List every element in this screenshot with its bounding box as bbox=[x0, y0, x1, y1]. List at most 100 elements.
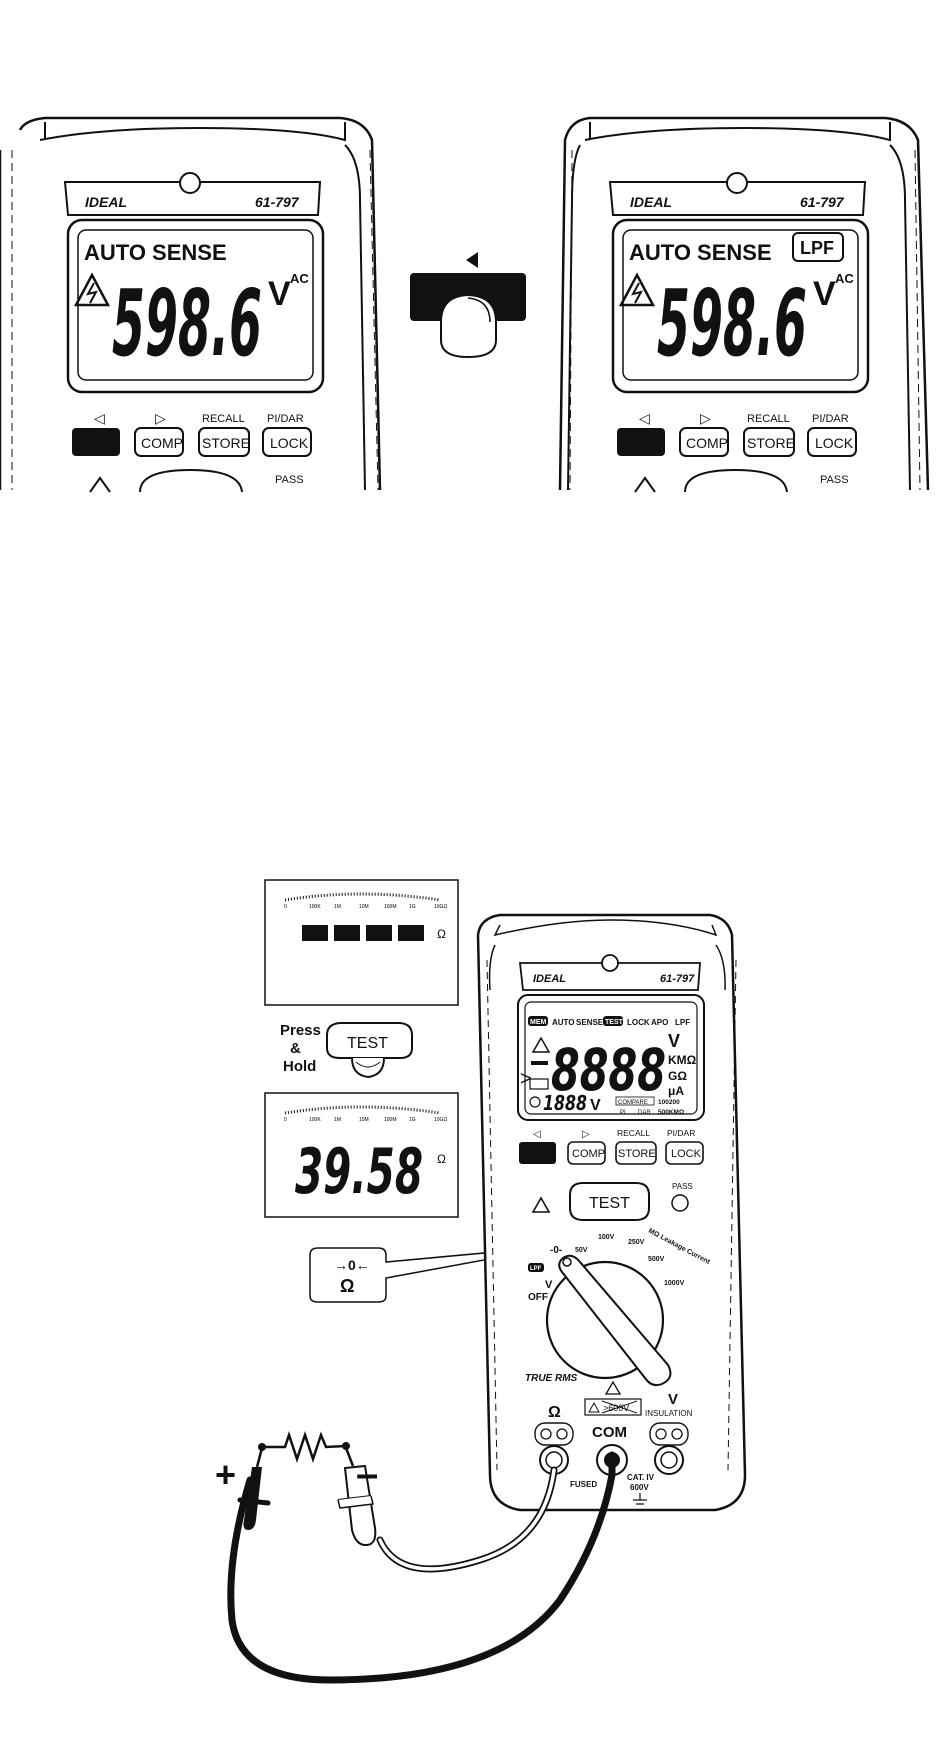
full-left-arrow-label: ◁ bbox=[533, 1129, 541, 1140]
minus-sign: – bbox=[356, 1452, 378, 1496]
full-test-button[interactable] bbox=[569, 1182, 650, 1221]
full-brand: IDEAL bbox=[533, 973, 566, 985]
pidar-label-r: PI/DAR bbox=[812, 413, 849, 425]
reading-right: 598.6 bbox=[657, 270, 807, 377]
scale-tick-label: 100M bbox=[384, 904, 397, 910]
lock-button-r[interactable] bbox=[807, 427, 857, 457]
full-hazard-icon bbox=[531, 1036, 551, 1053]
left-arrow-button[interactable] bbox=[72, 428, 120, 456]
test-leads: + – bbox=[215, 1431, 616, 1684]
range-label-2: 500KMΩ bbox=[658, 1109, 684, 1116]
full-recall-label: RECALL bbox=[617, 1128, 650, 1138]
unit-ua: μA bbox=[668, 1084, 684, 1098]
brand-logo-right: IDEAL bbox=[630, 194, 672, 210]
unit-suffix-right: AC bbox=[835, 271, 854, 286]
result-reading: 39.58 bbox=[295, 1135, 423, 1208]
meter-top-left: IDEAL 61-797 AUTO SENSE 598.6 V AC ◁ ▷ R… bbox=[0, 116, 382, 493]
mode-text-left: AUTO SENSE bbox=[84, 240, 227, 265]
dial-1000v: 1000V bbox=[664, 1280, 685, 1287]
scale-tick-label: 1G bbox=[409, 1117, 416, 1123]
scale-tick-label: 10GΩ bbox=[434, 904, 447, 910]
pi-annunciator: PI bbox=[620, 1110, 626, 1116]
lock-button[interactable] bbox=[262, 427, 312, 457]
right-arrow-label: ▷ bbox=[155, 410, 166, 426]
black-probe bbox=[243, 1467, 262, 1530]
and-label: & bbox=[290, 1040, 301, 1057]
resistor bbox=[262, 1431, 347, 1463]
sense-annunciator: SENSE bbox=[576, 1018, 604, 1027]
recall-label-r: RECALL bbox=[747, 413, 790, 425]
store-button-label-r: STORE bbox=[747, 435, 795, 451]
full-pidar-label: PI/DAR bbox=[667, 1128, 695, 1138]
callout-ohm: Ω bbox=[340, 1276, 354, 1296]
compare-annunciator: COMPARE bbox=[618, 1100, 648, 1106]
hazard-icon-right bbox=[618, 272, 656, 307]
dial-off-label: OFF bbox=[528, 1292, 548, 1303]
dial-knob[interactable] bbox=[558, 1254, 672, 1387]
bar-unit: Ω bbox=[437, 927, 446, 941]
store-button[interactable] bbox=[198, 427, 250, 457]
full-left-arrow-button[interactable] bbox=[519, 1142, 556, 1164]
scale-tick-label: 1G bbox=[409, 904, 416, 910]
comp-button-label-r: COMP bbox=[686, 435, 728, 451]
zero-adjust-icon: →0← bbox=[334, 1257, 370, 1273]
v-jack[interactable] bbox=[654, 1445, 684, 1475]
dial-500v: 500V bbox=[648, 1256, 665, 1263]
full-comp-label: COMP bbox=[572, 1148, 605, 1160]
press-label: Press bbox=[280, 1022, 321, 1039]
full-test-hazard-icon bbox=[531, 1196, 551, 1213]
mode-text-right: AUTO SENSE bbox=[629, 240, 772, 265]
jack-v-label: V bbox=[668, 1391, 678, 1408]
range-label-1: 100200 bbox=[658, 1099, 680, 1106]
brand-logo: IDEAL bbox=[85, 194, 127, 210]
lpf-annunciator: LPF bbox=[675, 1018, 690, 1027]
reading-left: 598.6 bbox=[112, 270, 262, 377]
full-store-label: STORE bbox=[618, 1148, 656, 1160]
comp-button-r[interactable] bbox=[679, 427, 729, 457]
clock-icon bbox=[529, 1096, 541, 1108]
pass-label-r: PASS bbox=[820, 474, 849, 486]
unit-right: V bbox=[813, 275, 836, 313]
dial-100v: 100V bbox=[598, 1234, 615, 1241]
pidar-label: PI/DAR bbox=[267, 413, 304, 425]
full-meter: IDEAL 61-797 MEM AUTO SENSE TEST LOCK AP… bbox=[476, 913, 747, 1512]
store-button-r[interactable] bbox=[743, 427, 795, 457]
test-button-label: TEST bbox=[347, 1035, 388, 1052]
comp-button[interactable] bbox=[134, 427, 184, 457]
lock-button-label-r: LOCK bbox=[815, 435, 854, 451]
left-arrow-button-r[interactable] bbox=[617, 428, 665, 456]
full-pass-label: PASS bbox=[672, 1182, 693, 1191]
model-label-right: 61-797 bbox=[800, 194, 845, 210]
hold-label: Hold bbox=[283, 1058, 316, 1075]
lpf-badge bbox=[792, 232, 844, 262]
hazard-icon bbox=[73, 272, 111, 307]
unit-suffix-left: AC bbox=[290, 271, 309, 286]
right-arrow-label-r: ▷ bbox=[700, 410, 711, 426]
unit-gohm: GΩ bbox=[668, 1069, 687, 1083]
unit-v: V bbox=[668, 1031, 680, 1051]
full-right-arrow-label: ▷ bbox=[582, 1129, 590, 1140]
full-comp-button[interactable] bbox=[567, 1141, 606, 1165]
auto-annunciator: AUTO bbox=[552, 1018, 575, 1027]
pass-led bbox=[671, 1194, 689, 1212]
scale-tick-label: 100K bbox=[309, 904, 321, 910]
sub-digits: 1888 bbox=[543, 1091, 587, 1115]
insulation-label: INSULATION bbox=[645, 1409, 693, 1418]
full-lock-button[interactable] bbox=[665, 1141, 704, 1165]
dial-lpf-badge bbox=[528, 1263, 544, 1272]
true-rms-label: TRUE RMS bbox=[525, 1373, 578, 1384]
apo-annunciator: APO bbox=[651, 1018, 668, 1027]
meter-top-right: IDEAL 61-797 AUTO SENSE LPF 598.6 V AC ◁… bbox=[558, 116, 930, 493]
dial-zero-label: -0- bbox=[550, 1245, 562, 1256]
full-store-button[interactable] bbox=[615, 1141, 657, 1165]
fused-label: FUSED bbox=[570, 1480, 597, 1489]
full-lock-label: LOCK bbox=[671, 1148, 702, 1160]
lock-button-label: LOCK bbox=[270, 435, 309, 451]
full-test-label: TEST bbox=[589, 1195, 630, 1212]
press-left-button-icon bbox=[410, 252, 526, 359]
scale-tick-label: 10M bbox=[359, 1117, 369, 1123]
test-button-icon bbox=[326, 1022, 413, 1059]
full-digits: 8888 bbox=[551, 1036, 666, 1104]
